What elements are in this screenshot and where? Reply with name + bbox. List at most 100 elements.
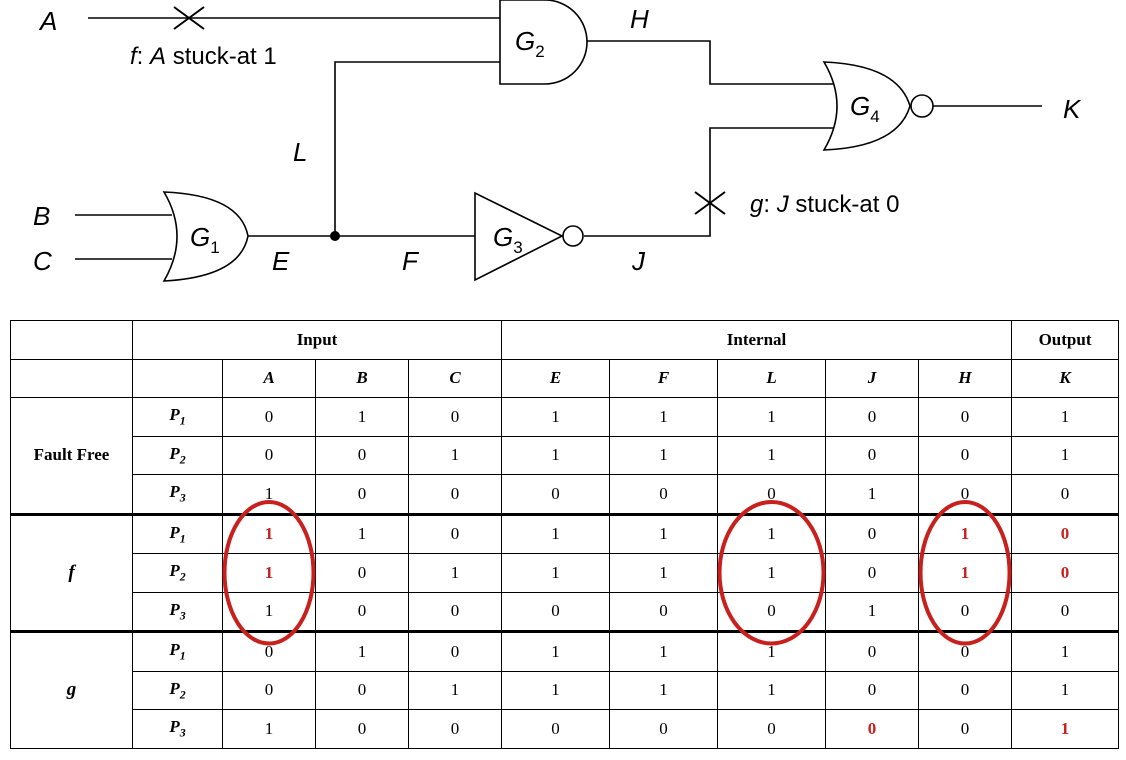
value-cell: 0 bbox=[825, 709, 920, 749]
value-cell: 1 bbox=[501, 435, 611, 475]
value-cell: 0 bbox=[315, 474, 409, 515]
value-cell: 0 bbox=[1011, 512, 1120, 554]
value-cell: 1 bbox=[315, 397, 409, 437]
value-cell: 1 bbox=[1011, 670, 1120, 710]
value-cell: 0 bbox=[315, 553, 409, 593]
value-cell: 0 bbox=[1011, 591, 1120, 632]
gate-g3-bubble bbox=[562, 225, 584, 247]
value-cell: 0 bbox=[825, 397, 920, 437]
value-cell: 0 bbox=[1011, 553, 1120, 593]
value-cell: 0 bbox=[918, 709, 1013, 749]
internal-group-header: Internal bbox=[501, 320, 1013, 360]
value-cell: 0 bbox=[315, 435, 409, 475]
value-cell: 0 bbox=[222, 435, 316, 475]
gate-g1-or bbox=[162, 191, 249, 282]
pattern-label-cell: P2 bbox=[132, 435, 223, 475]
value-cell: 0 bbox=[501, 591, 611, 632]
group-label-cell: f bbox=[10, 512, 133, 632]
value-cell: 1 bbox=[918, 553, 1013, 593]
value-cell: 0 bbox=[825, 670, 920, 710]
value-cell: 1 bbox=[315, 630, 409, 672]
logic-circuit-diagram: G1 G2 G3 G4 A B C E F H J K L f: A stuck… bbox=[33, 0, 1082, 282]
group-header-row: Input Internal Output bbox=[10, 320, 1120, 360]
signal-label-h: H bbox=[630, 4, 649, 34]
signal-label-c: C bbox=[33, 246, 52, 276]
value-cell: 0 bbox=[407, 709, 503, 749]
value-cell: 0 bbox=[825, 630, 920, 672]
value-cell: 0 bbox=[918, 630, 1013, 672]
column-header-j: J bbox=[825, 358, 920, 398]
value-cell: 0 bbox=[407, 474, 503, 515]
column-header-e: E bbox=[501, 358, 611, 398]
gate-g1-label: G1 bbox=[190, 222, 220, 257]
gate-g2-and bbox=[499, 0, 588, 85]
column-header-h: H bbox=[918, 358, 1013, 398]
value-cell: 0 bbox=[407, 397, 503, 437]
group-label-cell: g bbox=[10, 630, 133, 749]
value-cell: 0 bbox=[918, 435, 1013, 475]
signal-label-l: L bbox=[293, 137, 307, 167]
gate-g2-label: G2 bbox=[515, 26, 545, 61]
wires bbox=[75, 17, 1042, 260]
value-cell: 0 bbox=[918, 591, 1013, 632]
value-cell: 0 bbox=[315, 670, 409, 710]
fault-simulation-table: Input Internal Output A B C E F L J H K … bbox=[10, 320, 1120, 749]
signal-label-e: E bbox=[272, 246, 290, 276]
gate-g3-label: G3 bbox=[493, 222, 523, 257]
pattern-label-cell: P2 bbox=[132, 670, 223, 710]
output-group-header: Output bbox=[1011, 320, 1120, 360]
wire-j bbox=[584, 127, 833, 237]
fault-marker-g bbox=[694, 191, 726, 215]
signal-label-f: F bbox=[402, 246, 420, 276]
value-cell: 1 bbox=[222, 709, 316, 749]
value-cell: 1 bbox=[315, 512, 409, 554]
pattern-label-cell: P2 bbox=[132, 553, 223, 593]
value-cell: 0 bbox=[918, 474, 1013, 515]
gate-g3-not bbox=[474, 191, 564, 282]
value-cell: 1 bbox=[717, 397, 827, 437]
value-cell: 0 bbox=[609, 474, 719, 515]
value-cell: 0 bbox=[501, 709, 611, 749]
column-header-l: L bbox=[717, 358, 827, 398]
value-cell: 0 bbox=[315, 591, 409, 632]
group-label-cell: Fault Free bbox=[10, 397, 133, 515]
value-cell: 1 bbox=[1011, 630, 1120, 672]
value-cell: 1 bbox=[825, 591, 920, 632]
pattern-label-cell: P3 bbox=[132, 591, 223, 632]
pattern-column-header bbox=[132, 358, 223, 398]
value-cell: 0 bbox=[407, 630, 503, 672]
value-cell: 1 bbox=[717, 630, 827, 672]
value-cell: 0 bbox=[407, 591, 503, 632]
value-cell: 0 bbox=[825, 553, 920, 593]
value-cell: 1 bbox=[407, 553, 503, 593]
value-cell: 0 bbox=[825, 435, 920, 475]
value-cell: 1 bbox=[1011, 709, 1120, 749]
value-cell: 0 bbox=[407, 512, 503, 554]
signal-label-a: A bbox=[38, 6, 57, 36]
value-cell: 0 bbox=[609, 709, 719, 749]
value-cell: 0 bbox=[222, 397, 316, 437]
value-cell: 1 bbox=[717, 553, 827, 593]
value-cell: 1 bbox=[918, 512, 1013, 554]
value-cell: 1 bbox=[717, 512, 827, 554]
value-cell: 1 bbox=[609, 435, 719, 475]
value-cell: 1 bbox=[501, 553, 611, 593]
value-cell: 1 bbox=[407, 670, 503, 710]
fault-marker-f bbox=[173, 6, 205, 30]
value-cell: 0 bbox=[717, 709, 827, 749]
value-cell: 1 bbox=[609, 630, 719, 672]
column-header-b: B bbox=[315, 358, 409, 398]
value-cell: 0 bbox=[717, 591, 827, 632]
value-cell: 0 bbox=[918, 397, 1013, 437]
value-cell: 1 bbox=[407, 435, 503, 475]
value-cell: 1 bbox=[222, 553, 316, 593]
value-cell: 1 bbox=[222, 591, 316, 632]
column-header-k: K bbox=[1011, 358, 1120, 398]
column-header-c: C bbox=[407, 358, 503, 398]
